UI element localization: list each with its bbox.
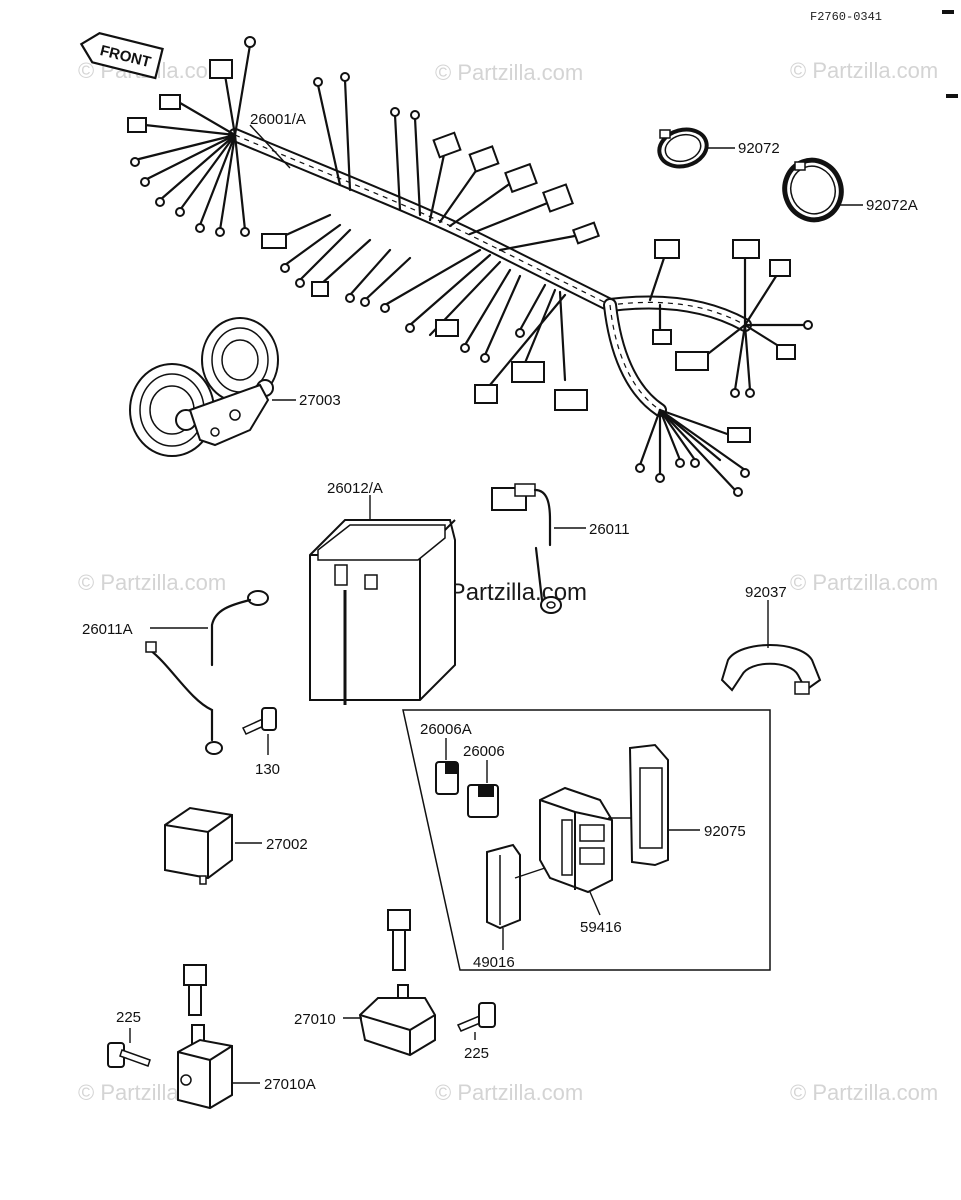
starter-relay-a xyxy=(177,964,233,1110)
connector-top-2 xyxy=(468,145,500,173)
fuse-26006a xyxy=(435,761,459,795)
watermark-bottom-center: © Partzilla.com xyxy=(435,1080,583,1105)
label-starter-relay-a: 27010A xyxy=(264,1076,316,1093)
fuse-cover xyxy=(628,743,669,867)
label-battery: 26012/A xyxy=(327,480,383,497)
connector-right-3 xyxy=(769,259,791,277)
clamp-92037 xyxy=(720,644,822,695)
connector-lower-right-1 xyxy=(727,427,751,443)
horn xyxy=(129,317,279,457)
label-clip-a: 92072 xyxy=(738,140,780,157)
watermark-mid-right: © Partzilla.com xyxy=(790,570,938,595)
label-junction-box: 59416 xyxy=(580,919,622,936)
harness-right-branches xyxy=(648,239,813,398)
label-harness: 26001/A xyxy=(250,111,306,128)
wiring-harness xyxy=(127,36,813,497)
clip-92072a xyxy=(782,157,844,223)
harness-lower-right-branches xyxy=(635,408,751,497)
connector-low-left-1 xyxy=(261,233,287,249)
connector-top-4 xyxy=(542,183,574,213)
connector-right-1 xyxy=(654,239,680,259)
leader-bracket-a xyxy=(514,867,546,879)
connector-top-1 xyxy=(432,131,462,159)
margin-tick-top xyxy=(942,10,954,14)
bolt-225-right xyxy=(456,1002,496,1032)
harness-lower-left-branches xyxy=(261,213,412,307)
label-battery-lead: 26011 xyxy=(589,521,630,538)
harness-top-branches xyxy=(313,72,601,252)
connector-left-mid xyxy=(127,117,147,133)
connector-left-top xyxy=(209,59,233,79)
label-clip-b: 92072A xyxy=(866,197,918,214)
label-fuse-cover: 92075 xyxy=(704,823,746,840)
battery xyxy=(309,519,456,705)
connector-mid-4 xyxy=(474,384,498,404)
connector-mid-1 xyxy=(435,319,459,337)
connector-right-5 xyxy=(675,351,709,371)
clip-92072 xyxy=(657,127,709,169)
watermark-bottom-right: © Partzilla.com xyxy=(790,1080,938,1105)
starter-relay xyxy=(358,909,436,1057)
connector-mid-2 xyxy=(511,361,545,383)
watermarks: © Partzilla.com © Partzilla.com © Partzi… xyxy=(78,58,938,1105)
connector-top-5 xyxy=(571,221,601,245)
label-horn: 27003 xyxy=(299,392,341,409)
bolt-225-left xyxy=(107,1042,151,1068)
connector-right-2 xyxy=(732,239,760,259)
connector-right-4 xyxy=(652,329,672,345)
harness-middle-branches xyxy=(380,248,588,411)
label-relay: 27002 xyxy=(266,836,308,853)
margin-tick-mid xyxy=(946,94,958,98)
leader-junction-box xyxy=(589,891,601,916)
relay-27002 xyxy=(164,806,233,885)
battery-lead xyxy=(491,483,562,614)
connector-mid-3 xyxy=(554,389,588,411)
connector-right-6 xyxy=(776,344,796,360)
bolt-130 xyxy=(241,707,277,735)
label-bolt-225-right: 225 xyxy=(464,1045,489,1062)
label-fuse-a: 26006A xyxy=(420,721,472,738)
leader-harness xyxy=(249,124,291,169)
bracket-49016 xyxy=(486,843,521,930)
label-bolt-130: 130 xyxy=(255,761,280,778)
diagram-code: F2760-0341 xyxy=(810,10,882,24)
label-bracket: 49016 xyxy=(473,954,515,971)
ground-lead xyxy=(145,590,269,755)
connector-top-3 xyxy=(504,162,538,194)
watermark-mid-left: © Partzilla.com xyxy=(78,570,226,595)
fuse-group-outline xyxy=(402,709,771,971)
label-bolt-225-left: 225 xyxy=(116,1009,141,1026)
connector-left-upper xyxy=(159,94,181,110)
junction-box xyxy=(539,786,613,894)
harness-left-branches xyxy=(127,36,256,237)
label-ground-lead: 26011A xyxy=(82,621,133,638)
label-starter-relay: 27010 xyxy=(294,1011,336,1028)
watermark-top-right: © Partzilla.com xyxy=(790,58,938,83)
connector-low-left-2 xyxy=(311,281,329,297)
watermark-top-center: © Partzilla.com xyxy=(435,60,583,85)
label-clamp: 92037 xyxy=(745,584,787,601)
label-fuse-b: 26006 xyxy=(463,743,505,760)
front-arrow: FRONT xyxy=(79,32,164,80)
watermark-center: ©Partzilla.com xyxy=(432,579,587,606)
fuse-26006 xyxy=(467,784,499,818)
